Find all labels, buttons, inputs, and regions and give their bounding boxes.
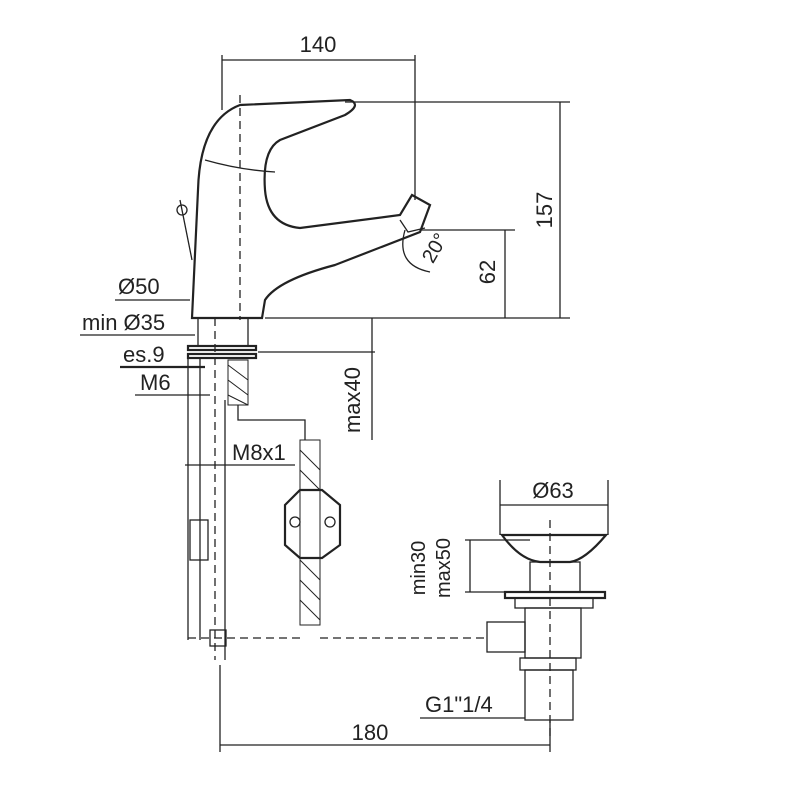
label-20-degrees: 20° bbox=[418, 230, 452, 267]
label-157: 157 bbox=[532, 192, 557, 229]
dimension-180: 180 bbox=[219, 665, 551, 752]
dimension-140: 140 bbox=[221, 32, 416, 200]
label-min-diameter-35: min Ø35 bbox=[82, 310, 165, 335]
label-m8x1: M8x1 bbox=[232, 440, 286, 465]
label-m6: M6 bbox=[140, 370, 171, 395]
shank-and-hoses bbox=[186, 317, 485, 660]
dimension-62: 62 bbox=[420, 229, 515, 318]
label-diameter-63: Ø63 bbox=[532, 478, 574, 503]
label-max50: max50 bbox=[433, 538, 455, 598]
label-g1-1-4: G1"1/4 bbox=[425, 692, 493, 717]
label-62: 62 bbox=[475, 260, 500, 284]
label-diameter-50: Ø50 bbox=[118, 274, 160, 299]
label-140: 140 bbox=[300, 32, 337, 57]
label-thickness: es.9 bbox=[123, 342, 165, 367]
dimension-157: 157 bbox=[345, 101, 570, 318]
label-max40: max40 bbox=[340, 367, 365, 433]
label-min30: min30 bbox=[408, 541, 430, 595]
left-callouts: Ø50 min Ø35 es.9 M6 M8x1 bbox=[80, 274, 295, 466]
label-180: 180 bbox=[352, 720, 389, 745]
waste-assembly: Ø63 min30 max50 G1"1/4 bbox=[408, 478, 609, 740]
dimension-max40: max40 bbox=[258, 318, 375, 440]
faucet-body bbox=[176, 95, 432, 320]
